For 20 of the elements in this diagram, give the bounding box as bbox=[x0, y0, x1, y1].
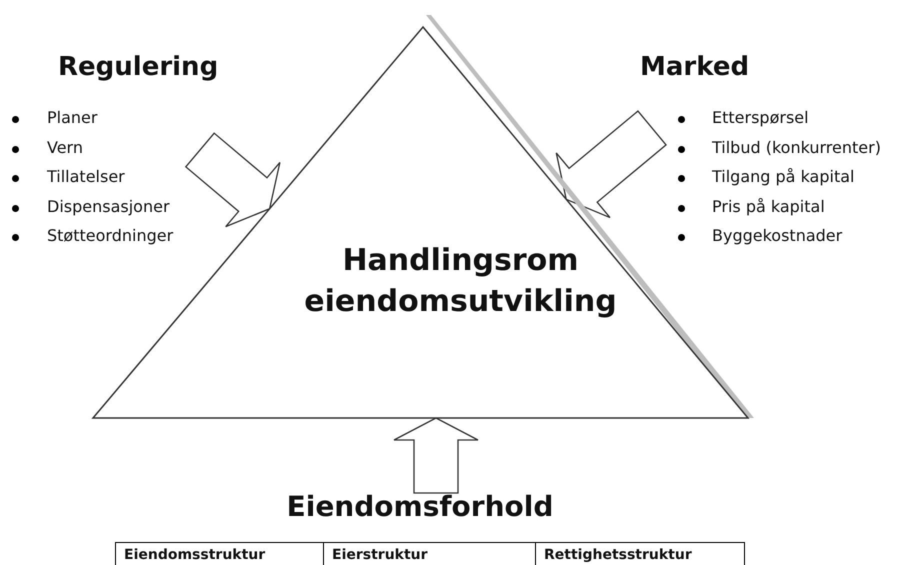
table-header-cell-text: Eiendomsstruktur bbox=[123, 546, 266, 565]
list-item: Planer bbox=[47, 108, 98, 127]
list-item: Dispensasjoner bbox=[47, 196, 170, 216]
table-header-cell: Eierstruktur bbox=[323, 543, 535, 565]
section-heading: Eiendomsforhold bbox=[286, 490, 554, 523]
section-heading: Regulering bbox=[58, 52, 218, 82]
block-arrow bbox=[556, 110, 667, 218]
list-item: Byggekostnader bbox=[712, 226, 842, 245]
block-arrow bbox=[393, 417, 479, 494]
list-item: Tilbud (konkurrenter) bbox=[712, 138, 881, 156]
block-arrow bbox=[184, 132, 281, 228]
list-item: Støtteordninger bbox=[47, 226, 174, 245]
list-item: Vern bbox=[47, 138, 83, 156]
center-heading: Handlingsrom eiendomsutvikling bbox=[303, 242, 618, 320]
list-item: Pris på kapital bbox=[712, 196, 825, 216]
list-item: Tilgang på kapital bbox=[712, 167, 854, 186]
table-header-cell: Rettighetsstruktur bbox=[535, 543, 746, 565]
section-heading: Marked bbox=[640, 52, 750, 82]
list-item: Tillatelser bbox=[47, 167, 125, 186]
list-item: Etterspørsel bbox=[712, 108, 809, 127]
